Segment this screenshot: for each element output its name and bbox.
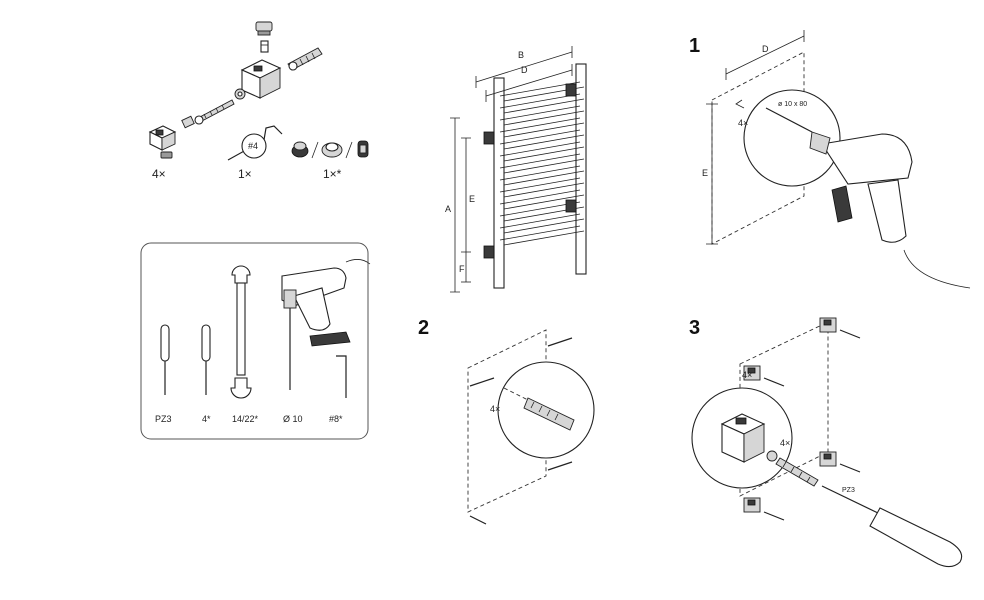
step-1-drill bbox=[809, 131, 971, 289]
bracket-count-label: 4× bbox=[152, 167, 166, 181]
step-1-number: 1 bbox=[689, 35, 700, 57]
screwdriver-pz-tool bbox=[160, 324, 170, 395]
screwdriver-small-label: 4* bbox=[202, 414, 211, 424]
cover-caps-part bbox=[291, 140, 369, 159]
step-3-screw bbox=[766, 450, 819, 487]
set-screw-part bbox=[260, 40, 269, 53]
step-1-dim-e: E bbox=[702, 168, 708, 178]
step-3-screwdriver bbox=[821, 485, 963, 568]
step-1-drill-spec: ø 10 x 80 bbox=[778, 101, 807, 108]
bracket-cap-part bbox=[255, 21, 273, 36]
step-2: 2 4× bbox=[418, 317, 595, 525]
hex-key-tool bbox=[336, 355, 347, 398]
dim-b-label: B bbox=[518, 50, 524, 60]
small-bolt-part bbox=[181, 115, 195, 129]
parts-group: 4× #4 1× 1×* bbox=[148, 21, 369, 181]
step-3-brackets bbox=[743, 317, 861, 521]
wall-bracket-part bbox=[240, 59, 282, 99]
screwdriver-pz-label: PZ3 bbox=[155, 414, 172, 424]
caps-count-label: 1×* bbox=[323, 167, 342, 181]
screwdriver-small-tool bbox=[201, 324, 211, 395]
hex-key-tool-label: #8* bbox=[329, 414, 343, 424]
step-2-anchors bbox=[469, 337, 573, 525]
step-2-wall-plug bbox=[503, 387, 575, 431]
drill-tool bbox=[281, 259, 371, 390]
step-1: 1 D E 4× ø 10 x 80 bbox=[689, 30, 971, 289]
step-3-tool-label: PZ3 bbox=[842, 487, 855, 494]
step-3-count-right: 4× bbox=[780, 438, 790, 448]
radiator-rails bbox=[499, 81, 585, 246]
step-1-detail-circle bbox=[743, 89, 841, 187]
step-2-number: 2 bbox=[418, 317, 429, 339]
dim-d-label: D bbox=[521, 65, 528, 75]
step-3-number: 3 bbox=[689, 317, 700, 339]
tools-box: PZ3 4* 14/22* Ø 10 #8* bbox=[140, 242, 371, 440]
step-1-count: 4× bbox=[738, 118, 748, 128]
dim-a-label: A bbox=[445, 204, 451, 214]
wrench-tool bbox=[230, 265, 252, 399]
step-3-bracket-detail bbox=[720, 413, 766, 463]
hex-key-part: #4 bbox=[227, 125, 283, 161]
hex-key-count-label: 1× bbox=[238, 167, 252, 181]
wrench-label: 14/22* bbox=[232, 414, 259, 424]
bracket-clip-part bbox=[148, 125, 177, 151]
long-screw-part bbox=[194, 99, 235, 125]
radiator-dimensions: B D A E F bbox=[445, 46, 573, 293]
step-3: 3 4× 4× bbox=[689, 317, 963, 568]
dim-f-label: F bbox=[459, 264, 465, 274]
hex-key-badge: #4 bbox=[248, 141, 258, 151]
radiator-diagram: B D A E F bbox=[445, 46, 587, 293]
step-2-count: 4× bbox=[490, 404, 500, 414]
drill-label: Ø 10 bbox=[283, 414, 303, 424]
dim-e-label: E bbox=[469, 194, 475, 204]
step-3-count-left: 4× bbox=[742, 370, 752, 380]
wall-plug-part bbox=[287, 47, 323, 71]
bracket-insert-part bbox=[160, 151, 173, 159]
step-1-dim-d: D bbox=[762, 44, 769, 54]
